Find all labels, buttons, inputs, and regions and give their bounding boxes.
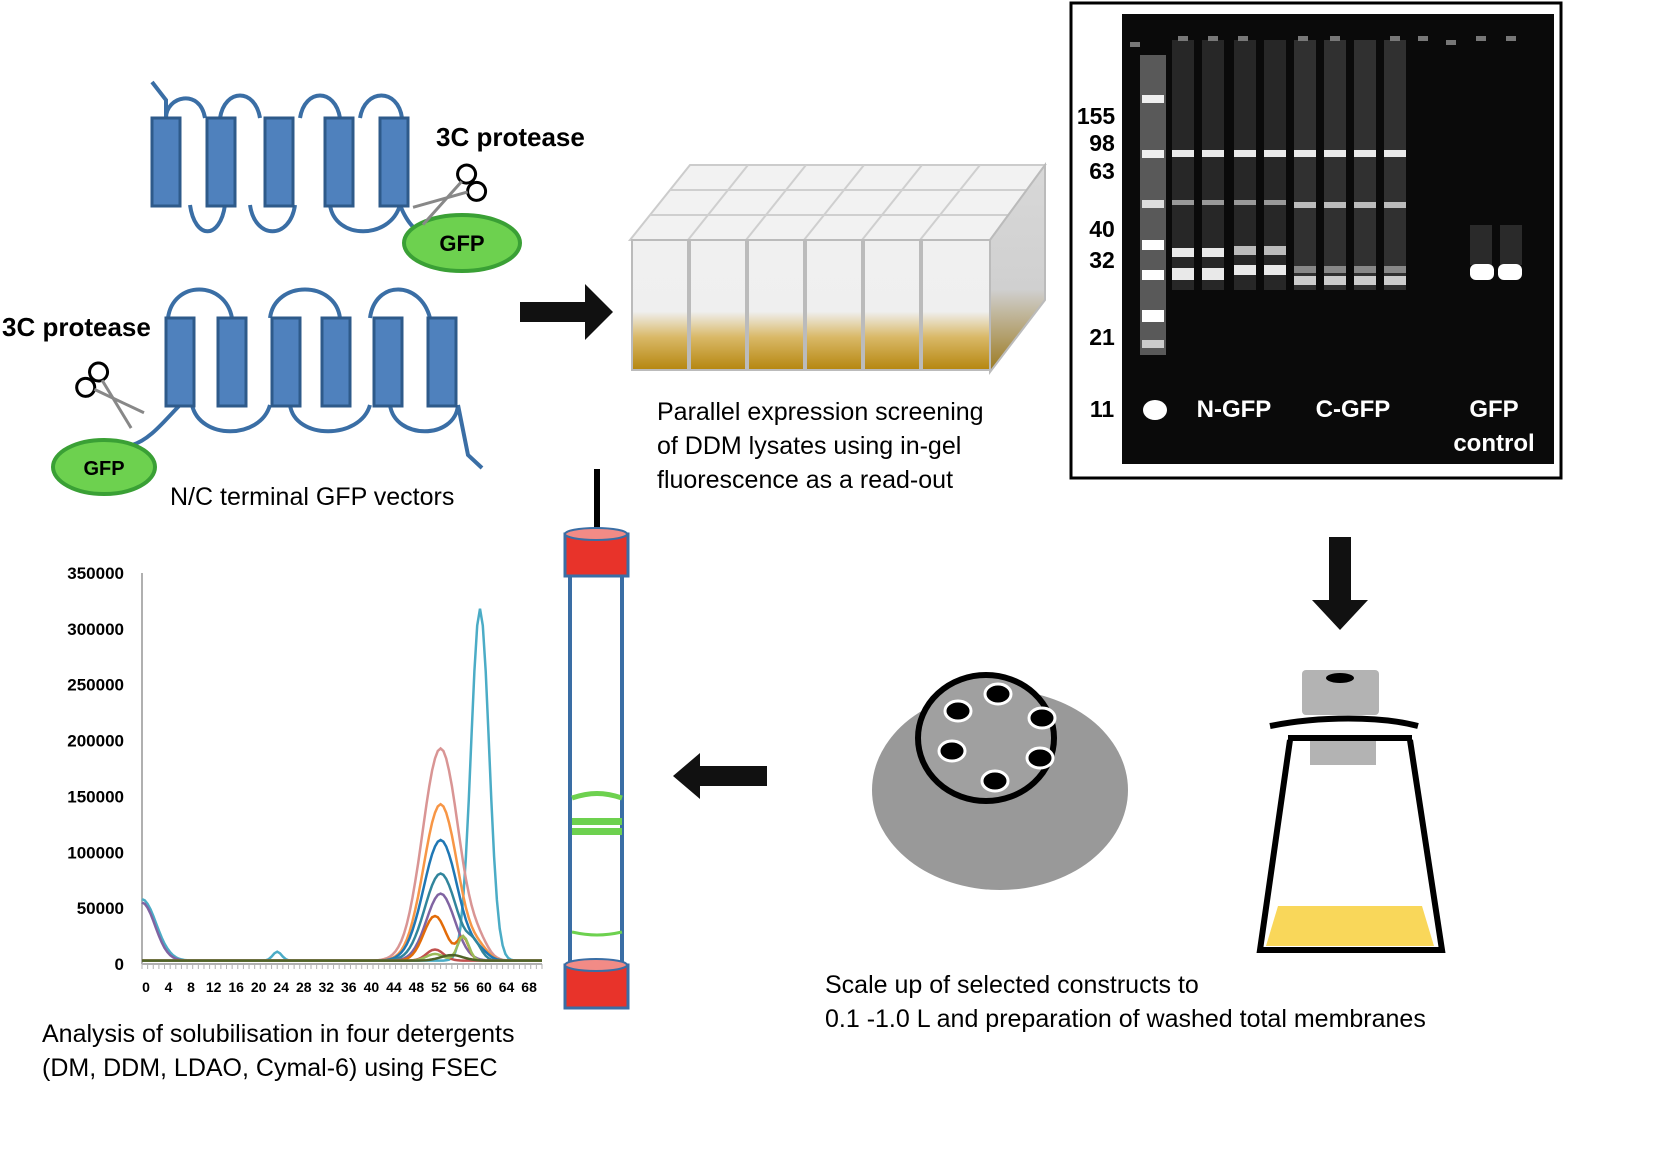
protease-label-top: 3C protease — [436, 122, 585, 152]
x-tick-label: 24 — [273, 979, 289, 995]
marker-label: 32 — [1089, 247, 1115, 273]
tm-helix — [150, 116, 182, 208]
construct-n-terminal-gfp: GFP — [51, 287, 484, 496]
caption-line: 0.1 -1.0 L and preparation of washed tot… — [825, 1005, 1426, 1033]
protein-loop-top — [150, 80, 429, 238]
lane-label-control: control — [1453, 430, 1534, 457]
y-tick-label: 0 — [115, 955, 124, 974]
protein-loop-bottom — [131, 287, 484, 470]
series-line — [142, 914, 542, 962]
arrow-down-icon — [1312, 537, 1368, 630]
arrow-left-icon — [673, 753, 767, 799]
rotor-hole — [937, 739, 967, 763]
fsec-chart: 0 50000 100000 150000 200000 250000 300000 3500… — [67, 564, 543, 995]
y-tick-label: 350000 — [67, 564, 124, 583]
culture-flask — [1256, 670, 1446, 953]
rotor-hole — [983, 682, 1013, 706]
x-tick-label: 0 — [142, 979, 150, 995]
x-tick-label: 60 — [476, 979, 492, 995]
x-tick-label: 8 — [187, 979, 195, 995]
lane-label-gfp: GFP — [1469, 396, 1518, 423]
x-tick-label: 68 — [521, 979, 537, 995]
x-tick-label: 64 — [499, 979, 515, 995]
y-tick-label: 250000 — [67, 676, 124, 695]
caption-line: of DDM lysates using in-gel — [657, 432, 962, 460]
series-line — [141, 608, 542, 962]
series-line — [142, 746, 542, 962]
y-tick-label: 300000 — [67, 620, 124, 639]
ladder-lane — [1140, 55, 1167, 420]
marker-label: 40 — [1089, 216, 1115, 242]
tm-helix — [270, 316, 302, 408]
arrow-right-icon — [520, 284, 613, 340]
protein-band — [571, 791, 623, 801]
marker-label: 98 — [1089, 130, 1115, 156]
lane-label-n-gfp: N-GFP — [1197, 396, 1272, 423]
y-tick-label: 150000 — [67, 787, 124, 806]
caption-line: Scale up of selected constructs to — [825, 971, 1199, 999]
fsec-column — [563, 469, 630, 1010]
tm-helix — [263, 116, 295, 208]
rotor-hole — [980, 769, 1010, 793]
rotor-hole — [1027, 706, 1057, 730]
tm-helix — [320, 316, 352, 408]
x-tick-label: 28 — [296, 979, 312, 995]
gfp-tag-bottom — [51, 438, 157, 496]
series-line — [142, 953, 542, 962]
x-tick-label: 16 — [228, 979, 244, 995]
scale-up-caption: Scale up of selected constructs to 0.1 -… — [825, 968, 1426, 1036]
lane-label-c-gfp: C-GFP — [1316, 396, 1391, 423]
gfp-label-top: GFP — [439, 231, 484, 256]
y-tick-label: 50000 — [77, 899, 124, 918]
caption-line: Analysis of solubilisation in four deter… — [42, 1020, 515, 1048]
scissors-icon — [412, 163, 488, 226]
tm-helix — [216, 316, 248, 408]
vectors-caption: N/C terminal GFP vectors — [170, 483, 455, 511]
analysis-caption: Analysis of solubilisation in four deter… — [42, 1017, 515, 1085]
protein-band — [572, 828, 622, 835]
fluorescence-gel: 155 98 63 40 32 21 11 N-GFP C-GFP GFP co… — [1069, 1, 1563, 480]
marker-label: 21 — [1089, 324, 1115, 350]
sample-lanes — [1172, 40, 1522, 290]
screening-caption: Parallel expression screening of DDM lys… — [657, 395, 984, 497]
caption-line: (DM, DDM, LDAO, Cymal-6) using FSEC — [42, 1054, 498, 1082]
y-tick-label: 200000 — [67, 732, 124, 751]
x-tick-label: 48 — [409, 979, 425, 995]
scissors-icon — [75, 361, 145, 429]
x-tick-label: 36 — [341, 979, 357, 995]
culture-plate — [627, 161, 1047, 375]
x-tick-label: 4 — [165, 979, 173, 995]
tm-helix — [426, 316, 458, 408]
gfp-label-bottom: GFP — [83, 458, 124, 480]
tm-helix — [205, 116, 237, 208]
tm-helix — [378, 116, 410, 208]
centrifuge-rotor — [872, 672, 1128, 890]
protein-band — [571, 930, 623, 937]
caption-line: fluorescence as a read-out — [657, 466, 954, 494]
marker-label: 11 — [1090, 396, 1115, 422]
marker-label: 63 — [1089, 158, 1115, 184]
x-tick-label: 52 — [431, 979, 447, 995]
tm-helix — [164, 316, 196, 408]
rotor-hole — [943, 699, 973, 723]
x-tick-label: 32 — [318, 979, 334, 995]
construct-c-terminal-gfp: GFP — [150, 80, 522, 273]
gfp-tag-top — [402, 213, 522, 273]
x-tick-label: 56 — [454, 979, 470, 995]
marker-label: 155 — [1077, 103, 1116, 129]
x-tick-label: 44 — [386, 979, 402, 995]
rotor-hole — [1025, 746, 1055, 770]
y-tick-label: 100000 — [67, 843, 124, 862]
tm-helix — [372, 316, 404, 408]
protease-label-bottom: 3C protease — [2, 312, 151, 342]
x-tick-label: 12 — [206, 979, 222, 995]
caption-line: Parallel expression screening — [657, 398, 984, 426]
tm-helix — [323, 116, 355, 208]
protein-band — [572, 818, 622, 825]
x-tick-label: 20 — [251, 979, 267, 995]
x-tick-label: 40 — [364, 979, 380, 995]
